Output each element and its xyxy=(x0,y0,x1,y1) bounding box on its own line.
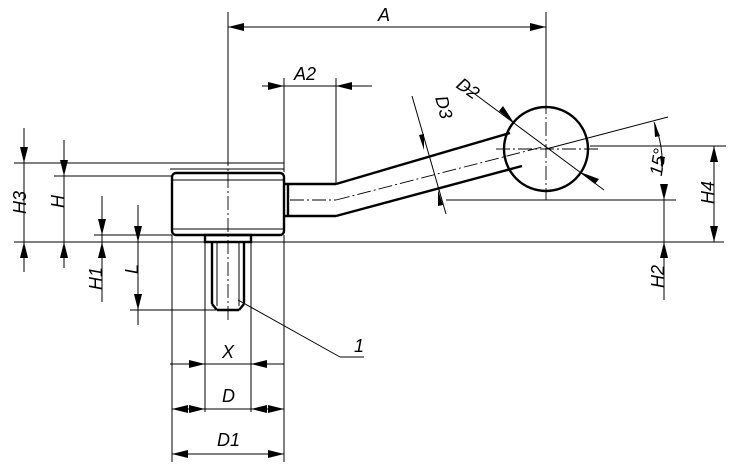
label-h: H xyxy=(48,194,68,208)
dimension-h4: H4 xyxy=(590,145,726,242)
label-a: A xyxy=(377,5,390,25)
label-d: D xyxy=(222,386,235,406)
label-h4: H4 xyxy=(698,181,718,204)
label-x: X xyxy=(221,342,235,362)
label-angle: 15° xyxy=(646,147,670,177)
dimension-d: D xyxy=(171,235,285,462)
dimension-d1: D1 xyxy=(172,430,284,458)
dimension-h3: H3 xyxy=(10,128,170,272)
dimension-d2: D2 xyxy=(453,74,605,191)
dimension-d3: D3 xyxy=(411,94,456,215)
dimension-h2: H2 xyxy=(446,184,676,300)
label-h2: H2 xyxy=(648,265,668,288)
label-a2: A2 xyxy=(293,64,316,84)
lever-arm xyxy=(284,131,547,218)
dimension-angle: 15° xyxy=(545,116,670,177)
dimension-h1: H1 xyxy=(86,196,172,302)
label-h1: H1 xyxy=(86,267,106,290)
dimension-x: X xyxy=(170,242,284,412)
ball-knob xyxy=(496,100,600,200)
label-item-1: 1 xyxy=(354,336,364,356)
dimension-a: A xyxy=(227,5,547,165)
label-d3: D3 xyxy=(431,94,456,121)
item-callout-1: 1 xyxy=(237,299,364,358)
dimension-a2: A2 xyxy=(262,64,372,184)
dimension-h: H xyxy=(48,140,172,268)
label-h3: H3 xyxy=(10,191,30,214)
dimension-l: L xyxy=(122,205,216,325)
label-l: L xyxy=(122,264,142,274)
label-d1: D1 xyxy=(217,430,240,450)
label-d2: D2 xyxy=(453,74,483,104)
hub-body xyxy=(170,162,286,237)
